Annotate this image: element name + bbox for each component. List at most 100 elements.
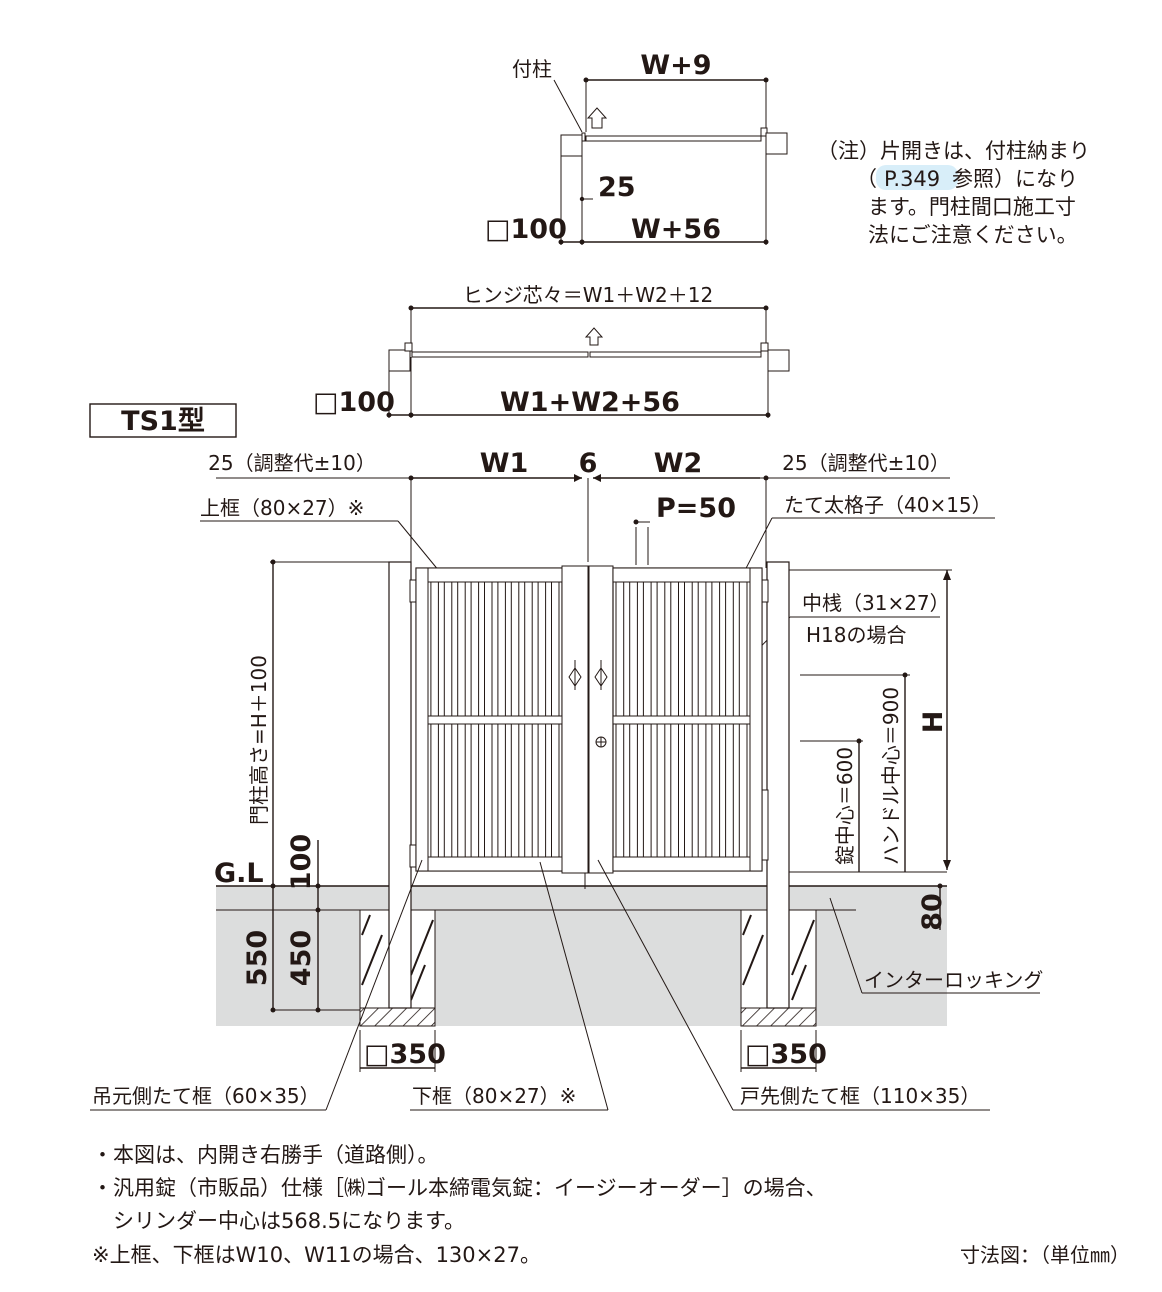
unit-label: 寸法図：（単位㎜） <box>960 1243 1130 1267</box>
post-size-label: □100 <box>485 214 567 245</box>
vertical-bar <box>711 723 721 858</box>
top-frame-label: 上框（80×27）※ <box>200 496 364 520</box>
foundation-right-size: □350 <box>745 1039 827 1070</box>
foundation-left-size: □350 <box>364 1039 446 1070</box>
right-post-plan <box>765 132 788 155</box>
left-gate-post <box>388 561 412 1009</box>
direction-arrow-icon <box>584 327 604 346</box>
vertical-bar <box>697 723 707 858</box>
svg-text:法にご注意ください。: 法にご注意ください。 <box>868 223 1078 247</box>
dimension-550: 550 <box>242 930 273 986</box>
svg-text:シリンダー中心は568.5になります。: シリンダー中心は568.5になります。 <box>92 1209 465 1233</box>
vertical-bar <box>551 723 560 858</box>
vertical-bar <box>470 723 480 858</box>
lock-center-label: 錠中心＝600 <box>833 747 857 865</box>
vertical-bar <box>537 723 547 858</box>
vertical-bar <box>443 723 453 858</box>
vertical-bar <box>484 581 493 717</box>
top-plan-detail: 付柱 W+9 25 □100 W+56 <box>485 50 788 245</box>
hinge-center-label: ヒンジ芯々＝W1＋W2＋12 <box>463 283 713 307</box>
bottom-frame-label: 下框（80×27）※ <box>412 1084 576 1108</box>
vertical-bar <box>711 581 721 717</box>
vertical-bar <box>725 581 734 717</box>
vertical-bar <box>738 723 748 858</box>
model-label: TS1型 <box>121 406 205 437</box>
vertical-bar <box>524 581 533 717</box>
dimension-450: 450 <box>286 930 317 986</box>
post-label: 付柱 <box>512 57 552 81</box>
vertical-bar <box>684 581 693 717</box>
adjust-left-label: 25（調整代±10） <box>208 451 376 475</box>
vertical-bar <box>457 723 466 858</box>
vertical-bar <box>697 581 707 717</box>
right-gate-post <box>766 561 790 1009</box>
vertical-bar <box>615 581 625 717</box>
latch-stile-label: 戸先側たて框（110×35） <box>740 1084 980 1108</box>
dimension-100: 100 <box>286 834 317 890</box>
handle-icon <box>594 667 608 687</box>
gate-leaf-plan <box>585 135 762 142</box>
mid-rail-case-label: H18の場合 <box>806 623 907 647</box>
footer-notes: ・本図は、内開き右勝手（道路側）。 ・汎用錠（市販品）仕様［㈱ゴール本締電気錠：… <box>92 1143 1130 1267</box>
latch-stile-left <box>561 565 589 874</box>
w2-label: W2 <box>654 448 703 479</box>
svg-text:参照）になり: 参照）になり <box>952 167 1078 191</box>
top-rail <box>427 567 563 583</box>
vertical-bar <box>615 723 625 858</box>
front-elevation: 25（調整代±10） 25（調整代±10） W1 6 W2 P=50 上框（80… <box>90 448 1043 1111</box>
vertical-bar <box>430 723 439 858</box>
w1-label: W1 <box>480 448 529 479</box>
vertical-bar <box>670 581 679 717</box>
svg-text:・汎用錠（市販品）仕様［㈱ゴール本締電気錠：イージーオーダー: ・汎用錠（市販品）仕様［㈱ゴール本締電気錠：イージーオーダー］の場合、 <box>92 1176 827 1200</box>
vertical-bar <box>642 581 652 717</box>
gap-label: 6 <box>579 448 598 479</box>
caution-note: （注）片開きは、付柱納まり （ P.349 参照）になり ます。門柱間口施工寸 … <box>817 139 1090 247</box>
vertical-bar <box>642 723 652 858</box>
svg-text:ます。門柱間口施工寸: ます。門柱間口施工寸 <box>868 195 1076 219</box>
latch-stile-right <box>588 565 614 874</box>
vertical-bar <box>629 581 638 717</box>
vertical-bar <box>670 723 679 858</box>
vertical-bar <box>738 581 748 717</box>
vertical-bar <box>510 581 520 717</box>
middle-rail <box>427 715 563 725</box>
vertical-bar <box>430 581 439 717</box>
svg-text:※上框、下框はW10、W11の場合、130×27。: ※上框、下框はW10、W11の場合、130×27。 <box>92 1243 541 1267</box>
vertical-bar <box>457 581 466 717</box>
vertical-bar <box>497 723 506 858</box>
vertical-bar <box>656 581 666 717</box>
model-label-box <box>89 403 237 438</box>
svg-text:（注）片開きは、付柱納まり: （注）片開きは、付柱納まり <box>817 139 1090 163</box>
vertical-bar <box>537 581 547 717</box>
vertical-bar <box>497 581 506 717</box>
vertical-bar <box>524 723 533 858</box>
left-post-plan <box>560 134 583 157</box>
vertical-bar <box>684 723 693 858</box>
ground-area <box>216 886 947 1026</box>
svg-text:・本図は、内開き右勝手（道路側）。: ・本図は、内開き右勝手（道路側）。 <box>92 1143 439 1167</box>
height-label: H <box>918 711 949 734</box>
vertical-bar <box>725 723 734 858</box>
offset-label: 25 <box>598 172 636 203</box>
vertical-bar <box>510 723 520 858</box>
vertical-bar <box>443 581 453 717</box>
adjust-right-label: 25（調整代±10） <box>782 451 950 475</box>
width-top-label: W+9 <box>640 50 711 81</box>
dimension-80: 80 <box>917 893 948 931</box>
hinge-stile-label: 吊元側たて框（60×35） <box>92 1084 320 1108</box>
total-width-label: W1+W2+56 <box>500 387 680 418</box>
hinge-side-stile <box>415 567 429 872</box>
vertical-bar-label: たて太格子（40×15） <box>784 493 992 517</box>
post-height-label: 門柱高さ=H＋100 <box>247 655 271 825</box>
vertical-bar <box>551 581 560 717</box>
width-bottom-label: W+56 <box>631 214 721 245</box>
double-plan-detail: ヒンジ芯々＝W1＋W2＋12 □100 W1+W2+56 <box>313 283 790 418</box>
interlocking-label: インターロッキング <box>864 968 1043 992</box>
vertical-bar <box>470 581 480 717</box>
ground-level-label: G.L <box>214 858 264 889</box>
handle-center-label: ハンドル中心＝900 <box>879 687 903 865</box>
vertical-bar <box>629 723 638 858</box>
mid-rail-label: 中桟（31×27） <box>802 591 950 615</box>
pitch-label: P=50 <box>656 493 736 524</box>
